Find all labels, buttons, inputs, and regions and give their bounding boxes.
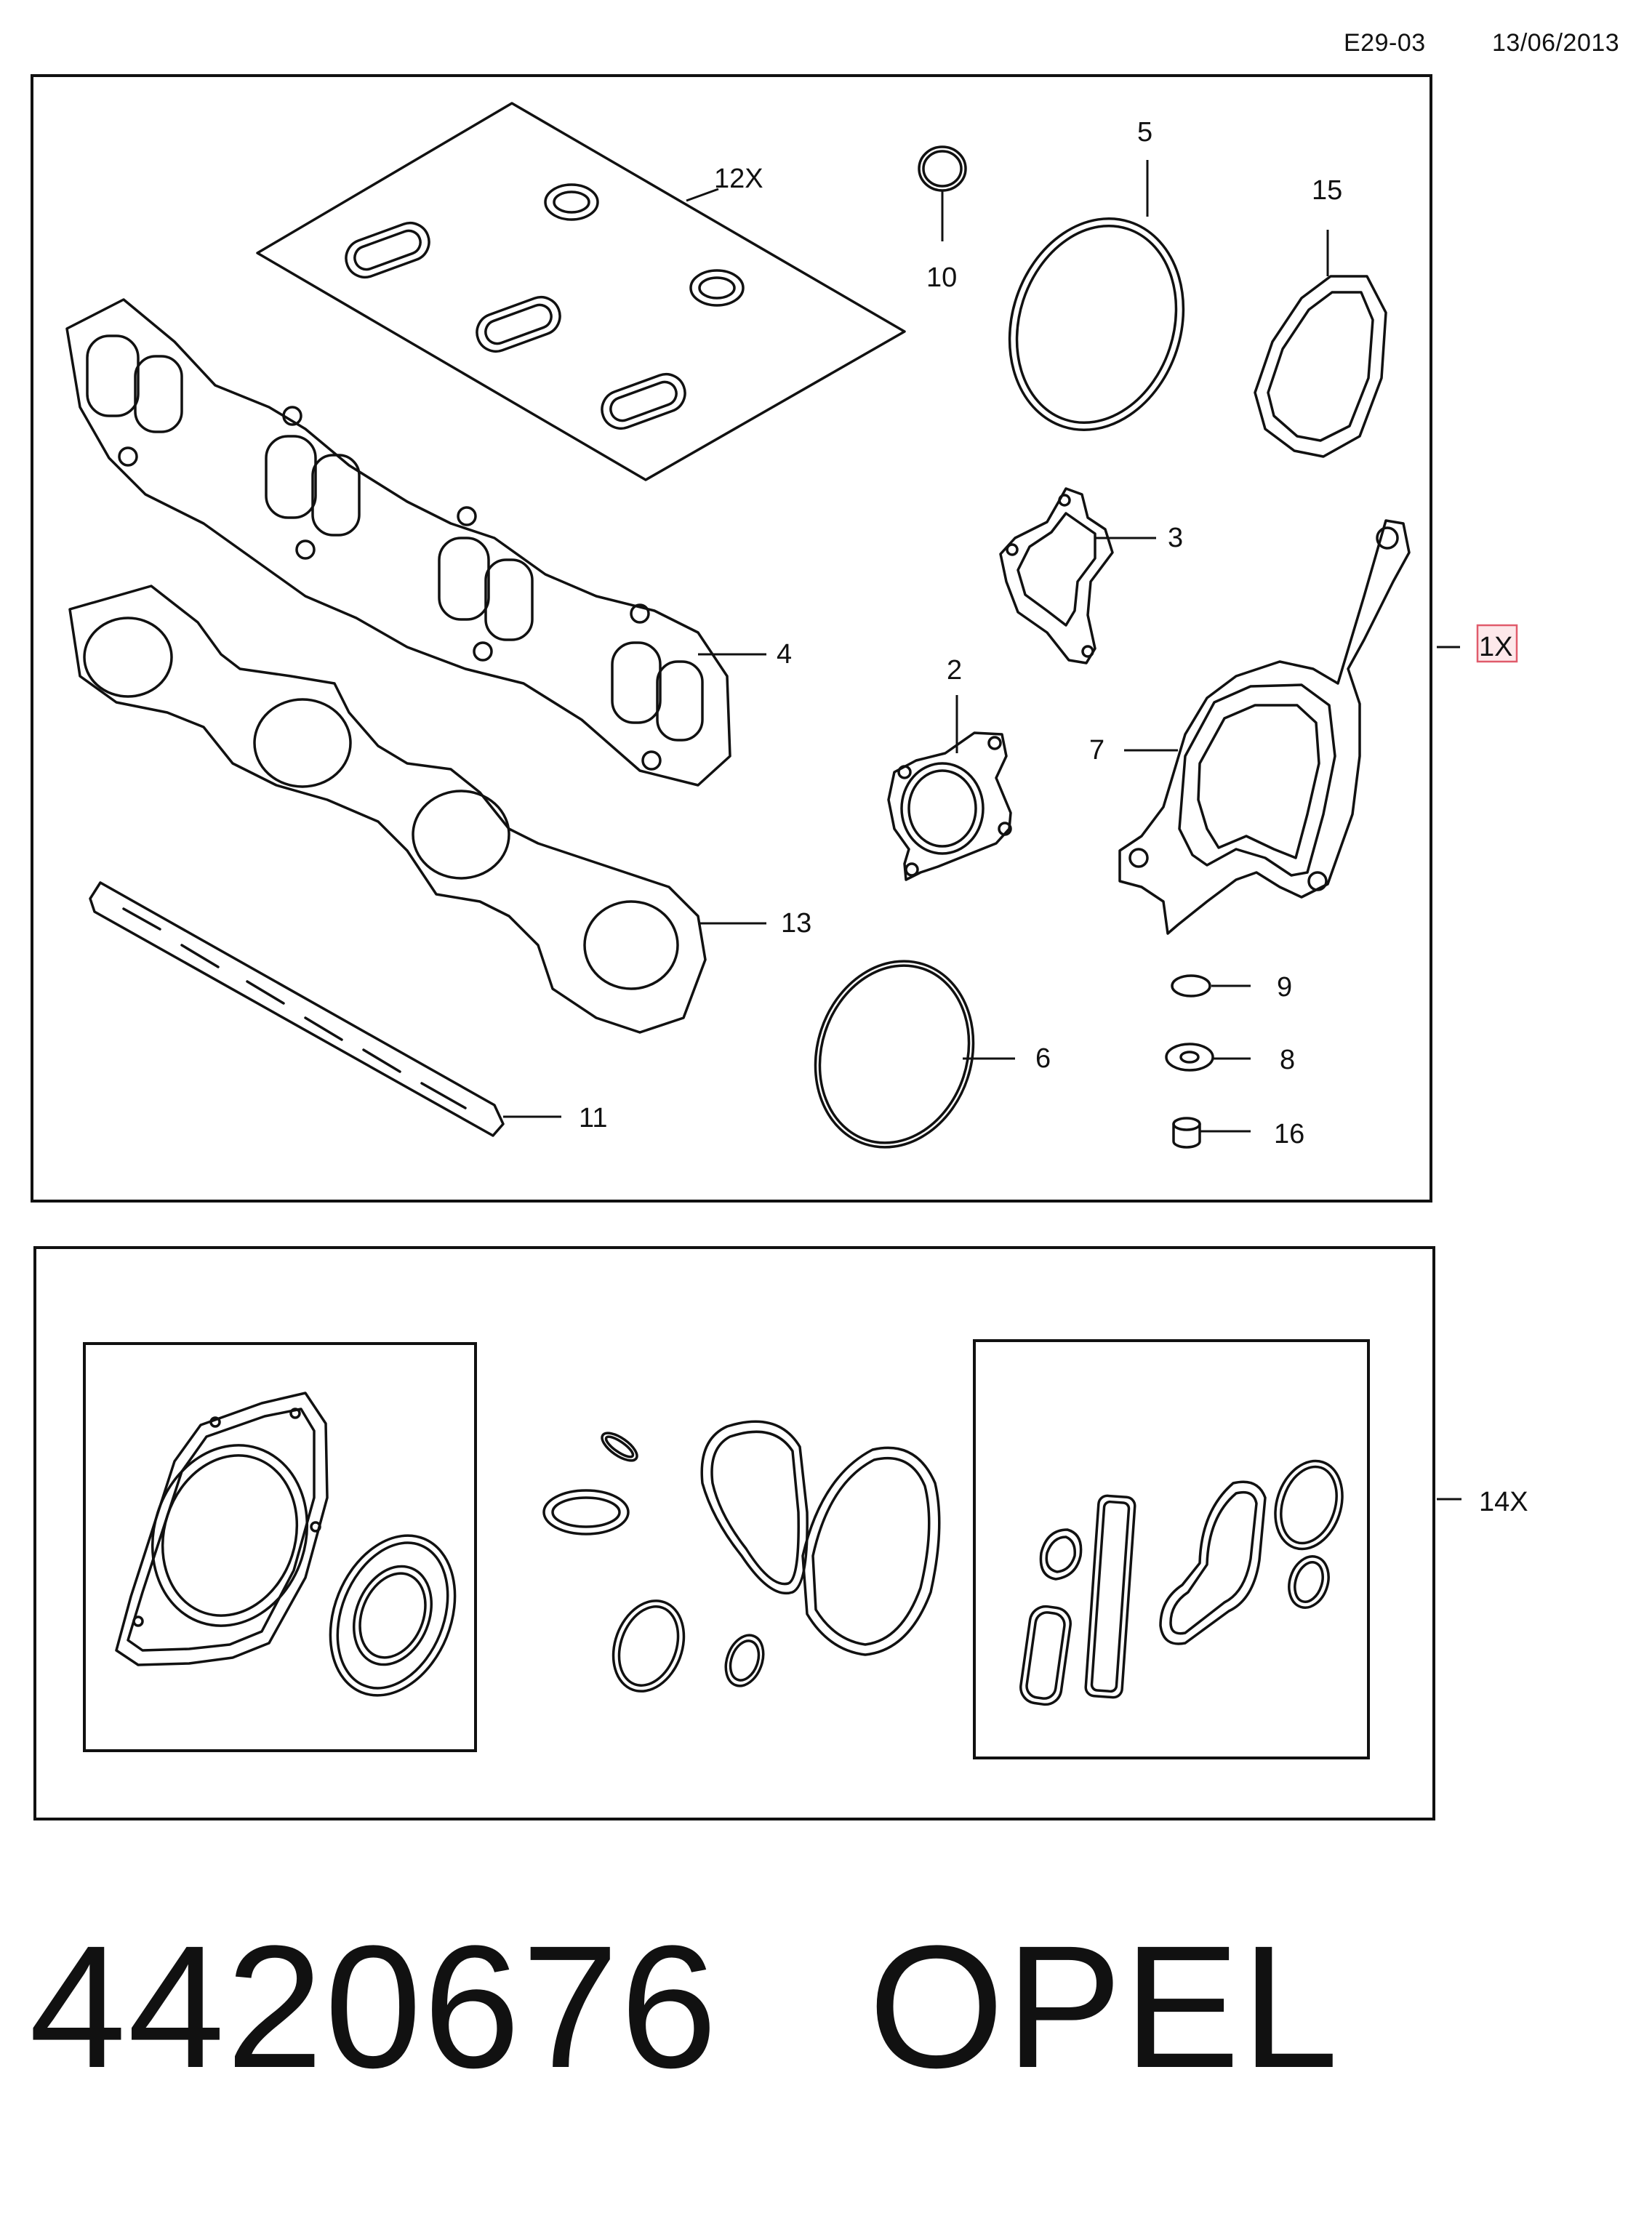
- lower-rings-group: [542, 1420, 941, 1693]
- upper-kit-frame: [31, 74, 1432, 1203]
- lower-right-box: [973, 1339, 1370, 1759]
- diagram-code: E29-03: [1344, 29, 1426, 57]
- callout-16: 16: [1274, 1119, 1304, 1149]
- callout-13: 13: [781, 908, 811, 939]
- callout-1x: 1X: [1479, 632, 1512, 662]
- callout-10: 10: [926, 262, 957, 293]
- lower-kit-frame: [33, 1246, 1435, 1820]
- callout-7: 7: [1089, 735, 1104, 766]
- footer-part-number: 4420676: [29, 1909, 719, 2104]
- callout-12x: 12X: [714, 164, 763, 194]
- callout-1x-highlight: [1476, 624, 1518, 663]
- part-6-ring: [814, 960, 975, 1149]
- callout-9: 9: [1277, 972, 1292, 1003]
- callout-8: 8: [1280, 1045, 1295, 1075]
- part-16-seal: [1172, 1117, 1201, 1149]
- callout-15: 15: [1312, 175, 1342, 206]
- callout-11: 11: [579, 1103, 607, 1133]
- part-3-gasket: [999, 487, 1114, 665]
- part-10-ring: [918, 145, 967, 192]
- rear-crank-seal: [329, 1534, 457, 1697]
- part-4-gasket: [65, 298, 731, 787]
- lower-left-box: [83, 1342, 477, 1752]
- lower-right-gaskets: [1019, 1459, 1344, 1706]
- callout-4: 4: [777, 639, 792, 670]
- part-7-gasket: [1118, 519, 1411, 935]
- part-5-ring: [1008, 217, 1185, 431]
- part-8-washer: [1165, 1043, 1214, 1072]
- callout-3: 3: [1168, 523, 1183, 553]
- part-9-oring: [1171, 974, 1211, 997]
- callout-2: 2: [947, 655, 962, 686]
- diagram-date: 13/06/2013: [1492, 29, 1620, 57]
- part-15-gasket: [1254, 275, 1387, 458]
- part-2-gasket: [887, 731, 1012, 881]
- callout-5: 5: [1137, 117, 1152, 148]
- gasket-kit-diagram: 12X 10 5 15 3 4 1X 2 7 13 9 6 8 11 16 14…: [31, 74, 1528, 1820]
- footer-spacer: [718, 1909, 868, 2104]
- footer-part-brand: 4420676 OPEL: [29, 1919, 1340, 2094]
- leader-lines-upper: [503, 160, 1461, 1501]
- callout-6: 6: [1035, 1043, 1051, 1074]
- part-11-gasket: [89, 881, 505, 1137]
- part-13-gasket: [68, 585, 707, 1034]
- footer-brand: OPEL: [868, 1909, 1340, 2104]
- callout-labels: 12X 10 5 15 3 4 1X 2 7 13 9 6 8 11 16 14…: [579, 117, 1528, 1517]
- part-12x-sheet: [256, 102, 906, 481]
- rear-seal-housing: [115, 1392, 329, 1666]
- callout-14x: 14X: [1479, 1487, 1528, 1517]
